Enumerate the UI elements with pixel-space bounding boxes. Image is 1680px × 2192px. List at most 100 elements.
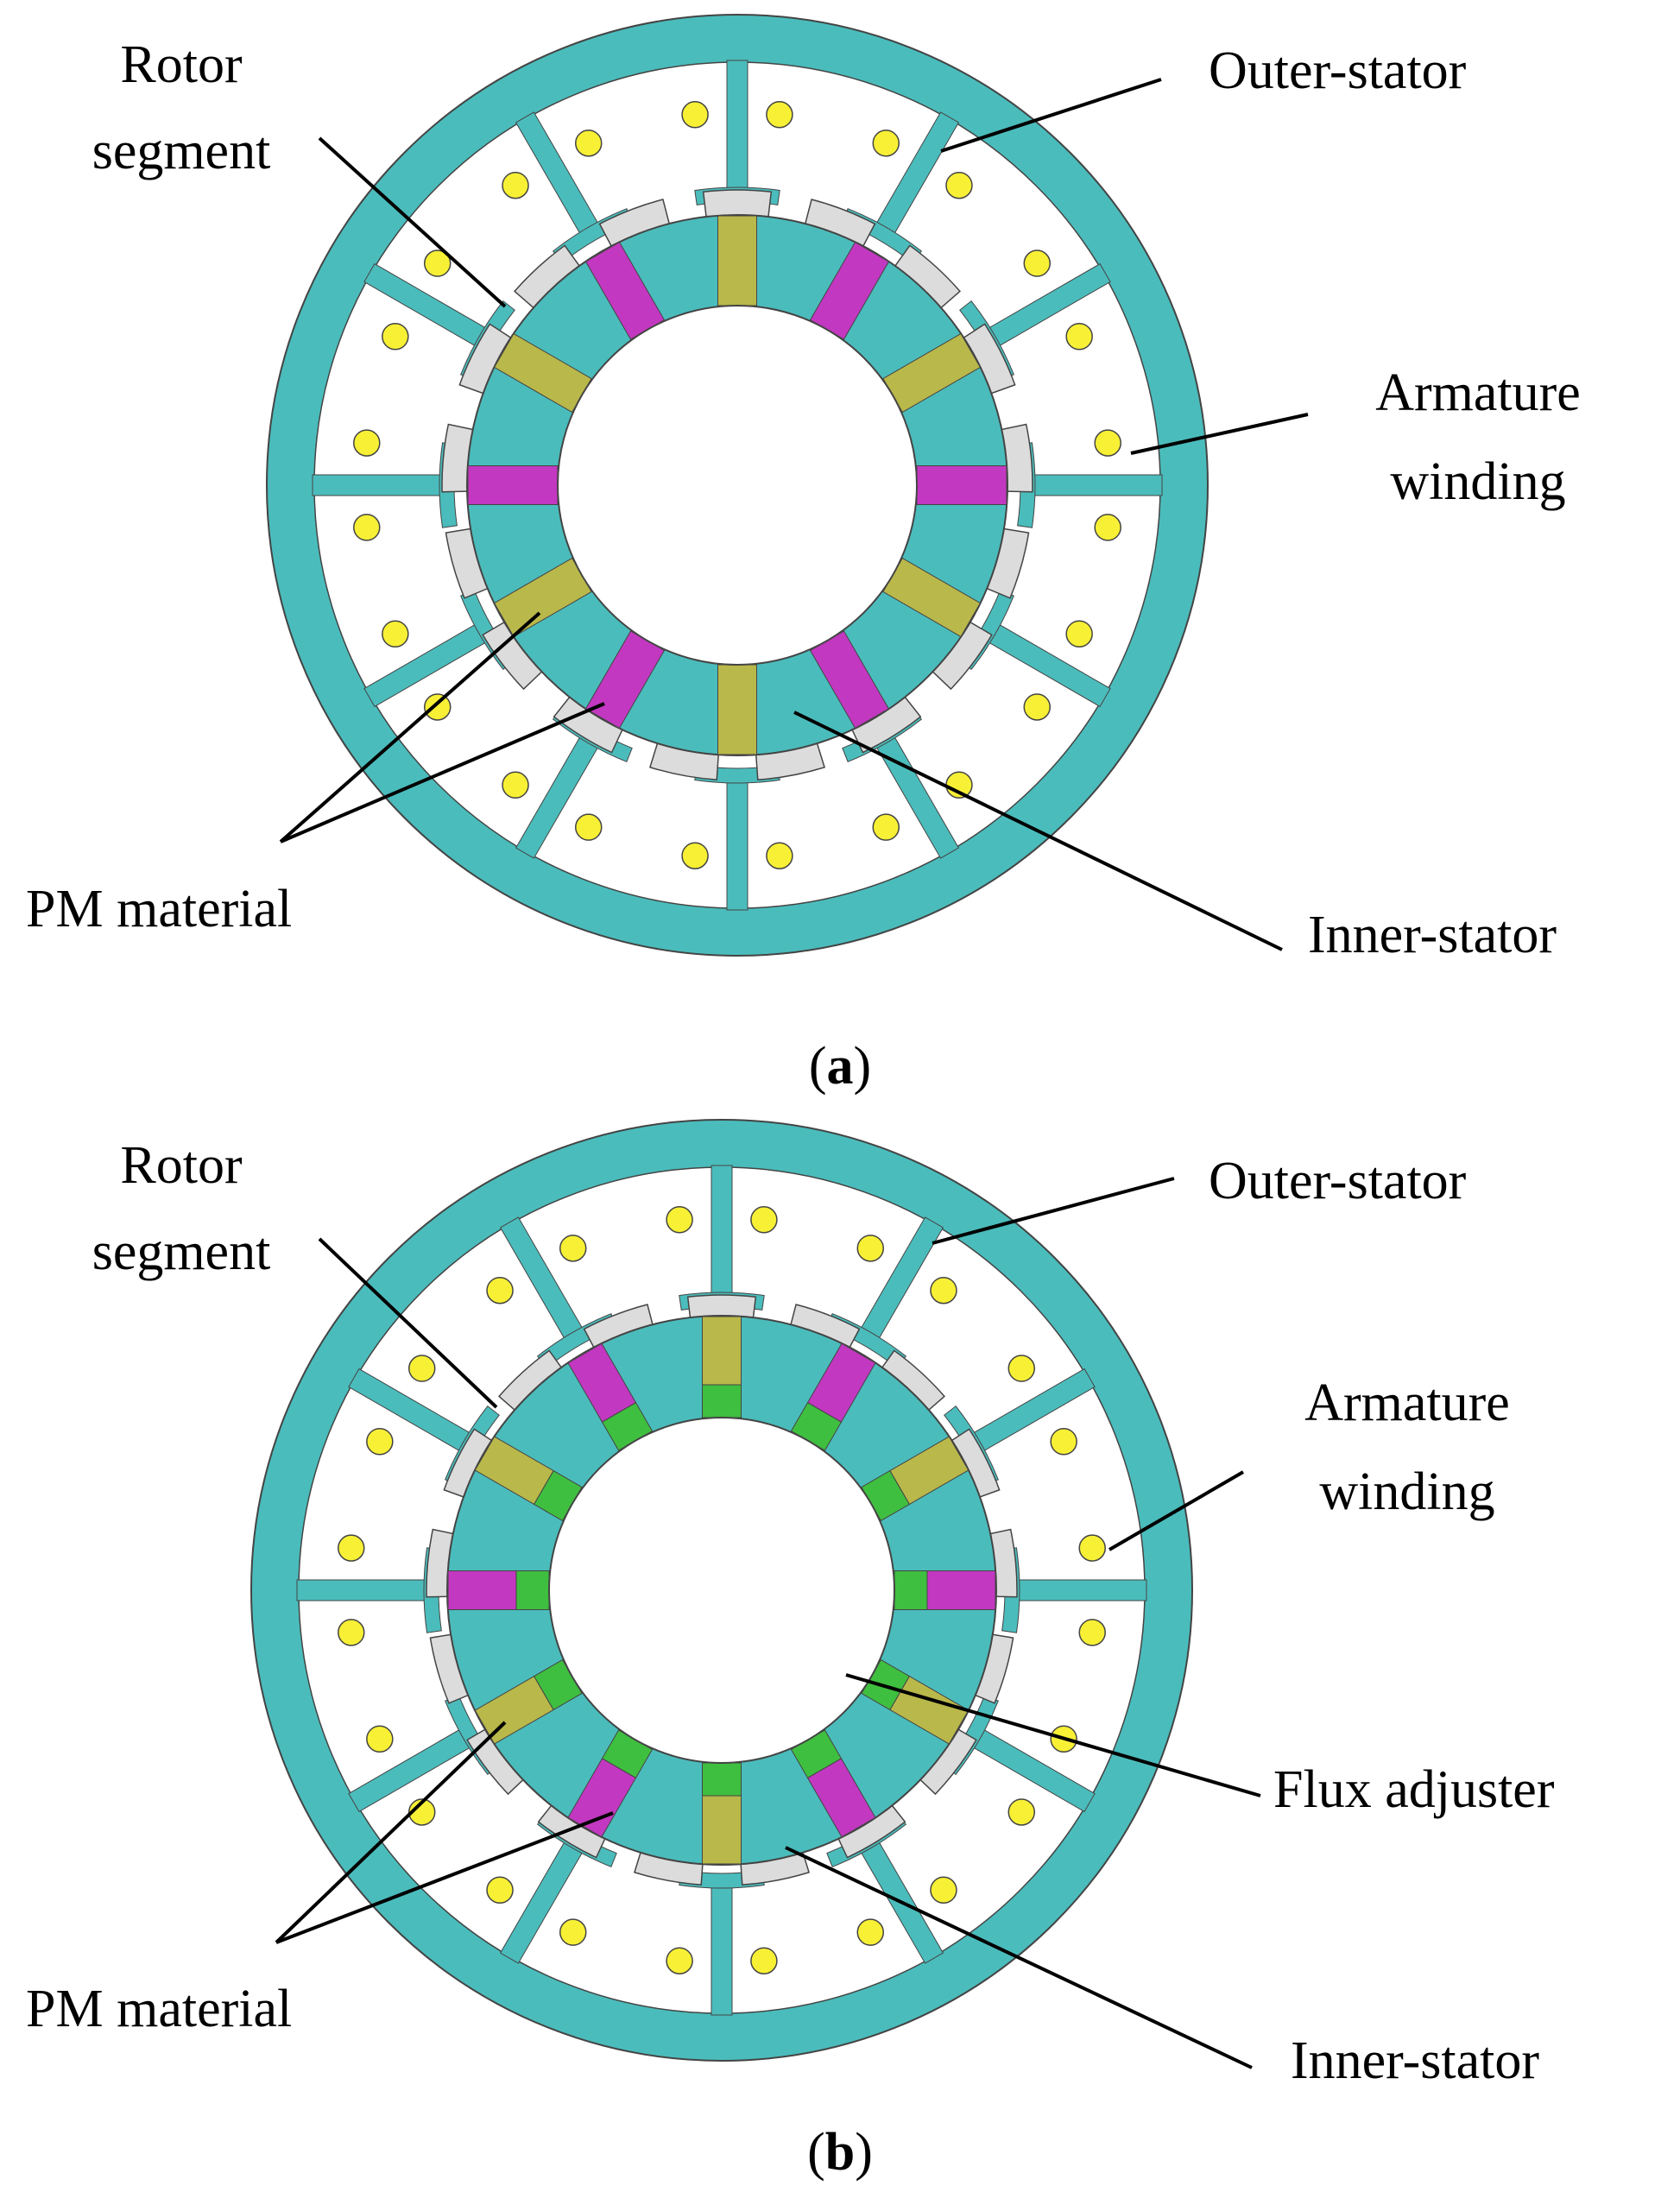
armature-winding-coil [681, 842, 709, 869]
armature-winding-coil [1050, 1427, 1077, 1456]
armature-winding-coil [872, 129, 900, 157]
armature-winding-coil [559, 1918, 587, 1946]
armature-winding-coil [559, 1235, 587, 1262]
pm-material-piece [702, 1316, 742, 1386]
armature-winding-coil [1094, 514, 1121, 541]
stator-tooth [1031, 474, 1163, 496]
armature-winding-coil [382, 322, 409, 351]
label-rotor: Rotor [120, 35, 243, 94]
armature-winding-coil [945, 171, 973, 199]
pm-material-piece [447, 1570, 517, 1610]
armature-winding-coil [407, 1355, 436, 1382]
label-flux-adjuster: Flux adjuster [1273, 1760, 1555, 1819]
pm-material-piece [467, 465, 559, 505]
armature-winding-coil [338, 1534, 365, 1562]
armature-winding-coil [1065, 620, 1093, 648]
flux-adjuster-piece [702, 1762, 742, 1797]
motor-cross-section-a [266, 14, 1209, 957]
armature-winding-coil [423, 250, 452, 277]
label-inner-stator: Inner-stator [1291, 2031, 1539, 2090]
armature-winding-coil [338, 1619, 365, 1646]
armature-winding-coil [872, 813, 900, 841]
flux-adjuster-piece [702, 1384, 742, 1418]
armature-winding-coil [382, 620, 409, 648]
armature-winding-coil [366, 1725, 394, 1753]
armature-winding-coil [856, 1918, 885, 1946]
pm-material-piece [702, 1795, 742, 1865]
pm-material-piece [916, 465, 1007, 505]
armature-winding-coil [423, 693, 452, 721]
leader-outer-stator [932, 1177, 1175, 1245]
label-armature: Armature [1304, 1374, 1510, 1432]
leader-inner-stator [793, 711, 1283, 951]
armature-winding-coil [930, 1876, 957, 1905]
armature-winding-coil [407, 1798, 436, 1826]
label-segment: segment [92, 122, 271, 180]
armature-winding-coil [502, 171, 529, 199]
armature-winding-coil [1007, 1355, 1036, 1382]
inner-bore [557, 305, 918, 666]
leader-outer-stator [940, 78, 1162, 153]
leader-lines-a [279, 78, 1309, 951]
armature-winding-coil [486, 1276, 514, 1304]
armature-winding-coil [1023, 693, 1052, 721]
leader-inner-stator [785, 1846, 1253, 2069]
flux-adjuster-piece [894, 1570, 928, 1610]
pm-material-piece [926, 1570, 996, 1610]
armature-winding-coil [1094, 429, 1121, 457]
panel-b: Rotor segment Outer-stator Armature wind… [26, 1119, 1555, 2182]
armature-winding-coil [666, 1206, 693, 1234]
stator-tooth [1015, 1579, 1147, 1601]
armature-winding-coil [750, 1947, 778, 1974]
leader-armature-winding [1130, 413, 1309, 455]
leader-pm-material-1 [275, 1721, 507, 1944]
panel-a: Rotor segment Outer-stator Armature wind… [26, 14, 1581, 1096]
stator-tooth [296, 1579, 428, 1601]
flux-adjuster-piece [515, 1570, 550, 1610]
armature-winding-coil [766, 101, 793, 129]
leader-pm-material-2 [275, 1811, 614, 1944]
caption-a: (a) [809, 1037, 871, 1096]
armature-winding-coil [353, 429, 381, 457]
label-winding: winding [1390, 452, 1565, 511]
label-pm-material: PM material [26, 1980, 292, 2038]
armature-winding-coil [856, 1235, 885, 1262]
stator-tooth [312, 474, 444, 496]
label-pm-material: PM material [26, 880, 292, 938]
armature-winding-coil [502, 771, 529, 799]
armature-winding-coil [766, 842, 793, 869]
stator-tooth [711, 1165, 733, 1297]
armature-winding-coil [1065, 322, 1093, 351]
label-outer-stator: Outer-stator [1209, 1152, 1467, 1210]
leader-flux-adjuster [845, 1673, 1261, 1797]
armature-winding-coil [486, 1876, 514, 1905]
pm-material-piece [717, 664, 757, 755]
armature-winding-coil [666, 1947, 693, 1974]
armature-winding-coil [574, 129, 603, 157]
armature-winding-coil [1007, 1798, 1036, 1826]
stator-tooth [711, 1884, 733, 2016]
armature-winding-coil [1078, 1619, 1106, 1646]
armature-winding-coil [1078, 1534, 1106, 1562]
armature-winding-coil [366, 1427, 394, 1456]
label-rotor: Rotor [120, 1136, 243, 1195]
leader-pm-material-1 [279, 611, 541, 843]
leader-pm-material-2 [280, 702, 605, 843]
label-outer-stator: Outer-stator [1209, 41, 1467, 100]
leader-rotor-segment [318, 136, 507, 308]
caption-b: (b) [807, 2123, 873, 2182]
motor-cross-section-b [250, 1119, 1193, 2062]
armature-winding-coil [574, 813, 603, 841]
label-winding: winding [1319, 1462, 1494, 1521]
armature-winding-coil [930, 1276, 957, 1304]
inner-bore [548, 1417, 895, 1764]
leader-lines-b [275, 1177, 1261, 2069]
pm-material-piece [717, 215, 757, 306]
armature-winding-coil [353, 514, 381, 541]
armature-winding-coil [1023, 250, 1052, 277]
armature-winding-coil [750, 1206, 778, 1234]
armature-winding-coil [681, 101, 709, 129]
stator-tooth [726, 60, 748, 192]
leader-rotor-segment [318, 1237, 498, 1409]
